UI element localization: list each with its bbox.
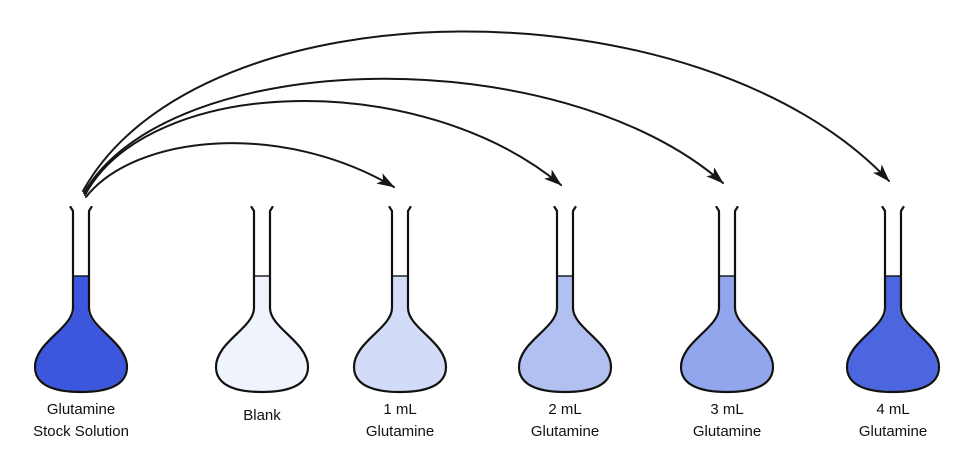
flask-liquid [217,276,307,391]
flask-label-line1: 1 mL [383,401,416,418]
flask-liquid [848,276,938,391]
arrow-stock-to-1ml [85,142,395,198]
flask-label-line1: 2 mL [548,401,581,418]
flask-liquid [36,276,126,391]
flask-3ml: 3 mL Glutamine [679,205,775,440]
flask-outline [679,205,775,394]
flask-outline [33,205,129,394]
arrow-stock-to-2ml [84,100,562,196]
arrow-stock-to-3ml [83,77,724,194]
flask-outline [845,205,941,394]
flask-label-line2: Glutamine [693,423,761,440]
flask-liquid [520,276,610,391]
arrow-stock-to-4ml [82,30,890,192]
flask-label-line1: Blank [243,407,281,424]
flask-1ml: 1 mL Glutamine [352,205,448,440]
flask-label-line2: Glutamine [366,423,434,440]
flask-outline [214,205,310,394]
flask-label-line1: Glutamine [47,401,115,418]
flask-outline [517,205,613,394]
transfer-arrows [82,30,890,198]
flask-blank: Blank [214,205,310,424]
flask-label-line1: 4 mL [876,401,909,418]
flask-label-line2: Glutamine [531,423,599,440]
flask-label-line2: Stock Solution [33,423,129,440]
flask-outline [352,205,448,394]
flask-liquid [355,276,445,391]
flask-liquid [682,276,772,391]
flask-4ml: 4 mL Glutamine [845,205,941,440]
flask-stock: Glutamine Stock Solution [33,205,129,440]
flask-2ml: 2 mL Glutamine [517,205,613,440]
flask-label-line1: 3 mL [710,401,743,418]
flask-label-line2: Glutamine [859,423,927,440]
